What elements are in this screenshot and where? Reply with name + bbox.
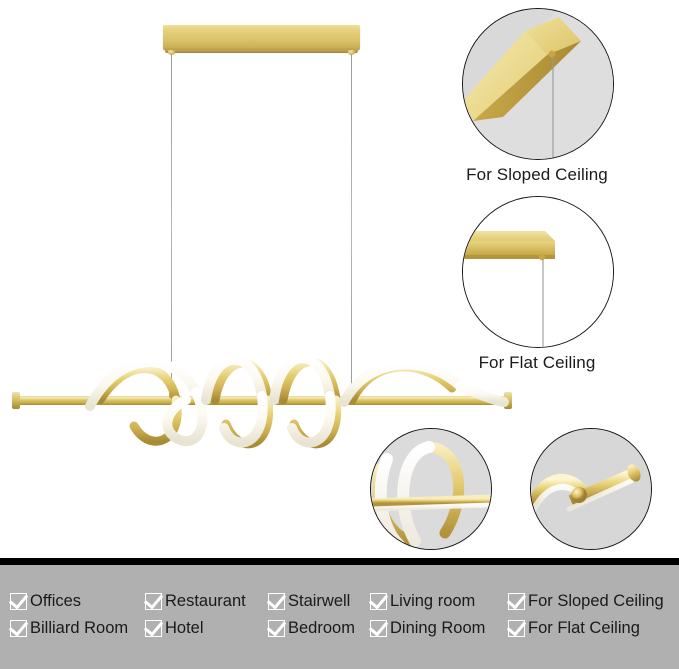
spiral-led-closeup-illustration xyxy=(371,429,491,549)
checklist-row-1: Offices Restaurant Stairwell Living room For… xyxy=(0,588,679,615)
checkmark-icon[interactable] xyxy=(508,593,525,610)
checklist-item-label: Bedroom xyxy=(288,619,355,638)
suspension-cable-left xyxy=(171,54,172,400)
checkmark-icon[interactable] xyxy=(145,620,162,637)
canopy-cable-anchor-left xyxy=(168,50,175,55)
checkmark-icon[interactable] xyxy=(145,593,162,610)
checklist-item-restaurant[interactable]: Restaurant xyxy=(145,588,246,615)
checklist-item-stairwell[interactable]: Stairwell xyxy=(268,588,350,615)
bar-end-cap-left xyxy=(12,392,20,409)
canopy-cable-anchor-right xyxy=(348,50,355,55)
callout-flat-ceiling-label: For Flat Ceiling xyxy=(478,353,596,372)
checkmark-icon[interactable] xyxy=(370,593,387,610)
callout-hardware-detail xyxy=(530,428,652,550)
checkmark-icon[interactable] xyxy=(508,620,525,637)
checklist-item-label: Offices xyxy=(30,592,82,611)
checklist-item-billiard-room[interactable]: Billiard Room xyxy=(10,615,128,642)
bar-end-joint-closeup-illustration xyxy=(531,429,651,549)
ceiling-canopy xyxy=(163,25,360,50)
checklist-item-offices[interactable]: Offices xyxy=(10,588,81,615)
callout-spiral-detail xyxy=(370,428,492,550)
checkmark-icon[interactable] xyxy=(370,620,387,637)
checklist-item-label: Living room xyxy=(390,592,476,611)
checkmark-icon[interactable] xyxy=(10,620,27,637)
canopy-base-plate xyxy=(165,50,358,53)
checklist-row-2: Billiard Room Hotel Bedroom Dining Room For … xyxy=(0,615,679,642)
checklist-item-label: Stairwell xyxy=(288,592,351,611)
callout-sloped-ceiling-label: For Sloped Ceiling xyxy=(466,165,608,184)
suspension-cable-right xyxy=(351,54,352,400)
checklist-item-dining-room[interactable]: Dining Room xyxy=(370,615,485,642)
callout-flat-ceiling xyxy=(462,196,614,348)
checklist-item-label: Billiard Room xyxy=(30,619,129,638)
checklist-item-hotel[interactable]: Hotel xyxy=(145,615,204,642)
callout-sloped-ceiling xyxy=(462,8,614,160)
checklist-item-for-flat-ceiling[interactable]: For Flat Ceiling xyxy=(508,615,640,642)
checkmark-icon[interactable] xyxy=(268,593,285,610)
checklist-item-label: For Flat Ceiling xyxy=(528,619,640,638)
sloped-ceiling-illustration xyxy=(463,9,613,159)
checklist-item-label: Hotel xyxy=(165,619,204,638)
checkmark-icon[interactable] xyxy=(10,593,27,610)
checklist-item-for-sloped-ceiling[interactable]: For Sloped Ceiling xyxy=(508,588,664,615)
checklist-item-label: For Sloped Ceiling xyxy=(528,592,664,611)
checklist-item-living-room[interactable]: Living room xyxy=(370,588,475,615)
checklist-item-label: Restaurant xyxy=(165,592,246,611)
checklist-item-label: Dining Room xyxy=(390,619,486,638)
spiral-led-ribbon xyxy=(15,353,509,449)
flat-ceiling-illustration xyxy=(463,197,613,347)
section-divider xyxy=(0,558,679,565)
product-image-stage: For Sloped Ceiling For Flat xyxy=(12,8,652,550)
checklist-item-bedroom[interactable]: Bedroom xyxy=(268,615,355,642)
checkmark-icon[interactable] xyxy=(268,620,285,637)
